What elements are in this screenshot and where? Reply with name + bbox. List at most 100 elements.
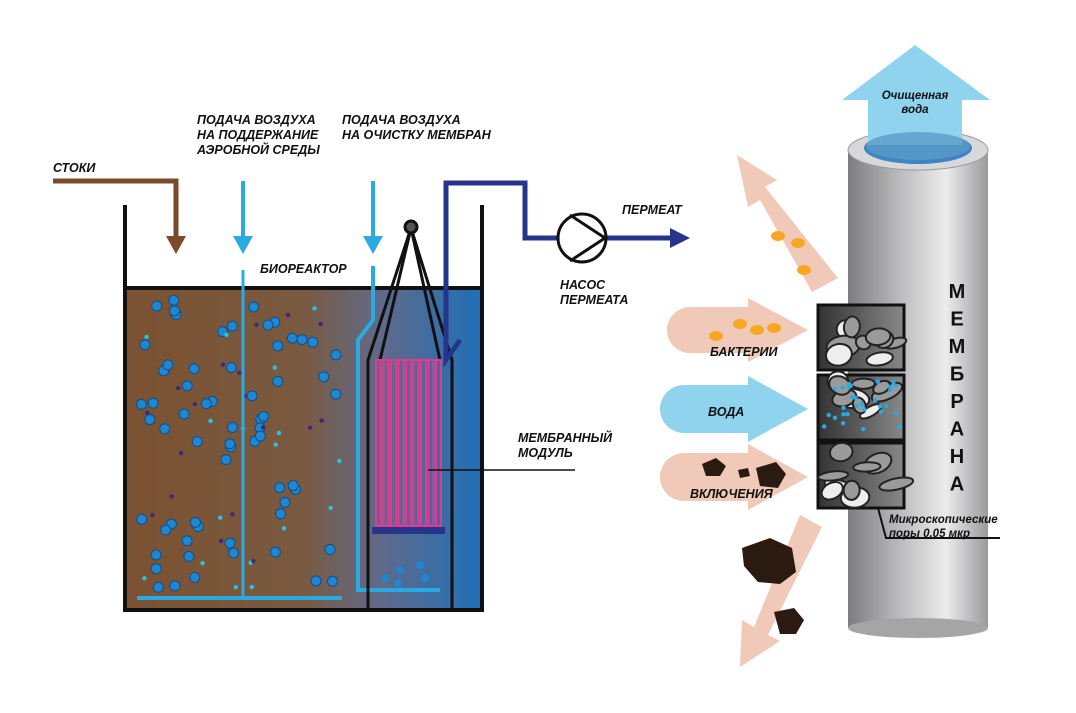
bacteria-dot bbox=[327, 575, 339, 587]
membrane-sheet bbox=[390, 359, 397, 527]
particle-dot bbox=[276, 430, 282, 436]
bacteria-dot bbox=[254, 430, 266, 442]
bacteria-dot bbox=[224, 438, 236, 450]
bacteria-dot bbox=[381, 574, 389, 582]
permeate-pump-icon bbox=[556, 212, 608, 264]
bacteria-dot bbox=[246, 390, 258, 402]
particle-dot bbox=[285, 312, 291, 318]
clean-water-label-2: вода bbox=[901, 104, 929, 116]
air-aerobic-label-3: АЭРОБНОЙ СРЕДЫ bbox=[196, 141, 320, 157]
water-label: ВОДА bbox=[708, 405, 744, 419]
inflow-label: СТОКИ bbox=[53, 161, 96, 175]
particle-dot bbox=[233, 585, 238, 590]
membrane-module bbox=[375, 359, 442, 527]
bacteria-dot bbox=[150, 549, 162, 561]
particle-dot bbox=[192, 402, 198, 407]
bacteria-dot bbox=[178, 408, 190, 420]
membrane-module-label-1: МЕМБРАННЫЙ bbox=[518, 429, 613, 445]
membrane-sheet bbox=[420, 359, 427, 527]
bacteria-dot bbox=[324, 544, 336, 556]
bacteria-dot bbox=[287, 480, 299, 492]
bacteria-dot bbox=[272, 340, 284, 352]
water-arrow bbox=[660, 376, 808, 442]
bacteria-dot bbox=[286, 332, 298, 344]
bacteria-dot bbox=[200, 398, 212, 410]
particle-dot bbox=[169, 494, 174, 499]
particle-dot bbox=[178, 450, 184, 456]
particle-dot bbox=[220, 362, 226, 367]
particle-dot bbox=[144, 334, 149, 340]
inclusions-arrow bbox=[660, 444, 808, 510]
particle-dot bbox=[337, 458, 342, 464]
particle-dot bbox=[312, 306, 317, 311]
membrane-compartment bbox=[366, 219, 575, 610]
bacteria-dot bbox=[269, 546, 281, 558]
membrane-pore-views bbox=[816, 303, 915, 510]
permeate-line bbox=[443, 180, 690, 368]
membrane-module-label-2: МОДУЛЬ bbox=[518, 446, 573, 460]
bacteria-dot bbox=[318, 371, 330, 383]
bacteria-dot bbox=[310, 575, 322, 587]
air-cleaning-label-2: НА ОЧИСТКУ МЕМБРАН bbox=[342, 128, 492, 142]
bacteria-dot bbox=[181, 535, 193, 547]
bacteria-dot bbox=[226, 320, 238, 332]
pores-label-1: Микроскопические bbox=[889, 514, 998, 526]
air-aerobic-label-1: ПОДАЧА ВОЗДУХА bbox=[197, 113, 316, 127]
bacteria-dot bbox=[183, 550, 195, 562]
particle-dot bbox=[142, 576, 147, 581]
pore-view-box bbox=[816, 303, 908, 372]
pore-view-box bbox=[816, 441, 915, 510]
bacteria-dot bbox=[296, 334, 308, 346]
rejected-bacteria-arrow bbox=[737, 155, 838, 292]
particle-dot bbox=[254, 322, 259, 327]
membrane-letter: М bbox=[949, 281, 966, 303]
air-cleaning-label-1: ПОДАЧА ВОЗДУХА bbox=[342, 113, 461, 127]
bacteria-dots bbox=[135, 294, 429, 593]
bacteria-dot bbox=[181, 380, 193, 392]
membrane-letter: А bbox=[950, 474, 964, 496]
bacteria-dot bbox=[159, 423, 171, 435]
bacteria-dot bbox=[168, 294, 180, 306]
bacteria-dot bbox=[144, 414, 156, 426]
bacteria-dot bbox=[189, 571, 201, 583]
bacteria-arrow bbox=[667, 298, 808, 362]
membrane-letter: Б bbox=[950, 364, 964, 386]
bacteria-dot bbox=[248, 301, 260, 313]
bacteria-dot bbox=[152, 581, 164, 593]
membrane-sheet bbox=[412, 359, 420, 527]
membrane-letter: Р bbox=[950, 391, 963, 413]
bacteria-dot bbox=[191, 436, 203, 448]
bacteria-dot bbox=[162, 359, 174, 371]
permeate-label: ПЕРМЕАТ bbox=[622, 203, 683, 217]
bacteria-dot bbox=[189, 516, 201, 528]
bacteria-dot bbox=[139, 339, 151, 351]
bacteria-dot bbox=[228, 547, 240, 559]
particle-dot bbox=[208, 418, 213, 424]
bacteria-dot bbox=[147, 397, 159, 409]
bacteria-dot bbox=[394, 579, 402, 587]
bioreactor-tank bbox=[123, 205, 484, 612]
air-supply-aerobic bbox=[137, 181, 342, 600]
membrane-sheet bbox=[375, 359, 382, 527]
inclusions-label: ВКЛЮЧЕНИЯ bbox=[690, 487, 774, 501]
particle-dot bbox=[224, 332, 229, 338]
bacteria-dot bbox=[416, 561, 424, 569]
bacteria-dot bbox=[307, 336, 319, 348]
particle-dot bbox=[145, 410, 150, 416]
membrane-sheet bbox=[382, 359, 390, 527]
particle-dot bbox=[218, 538, 224, 543]
particle-dot bbox=[230, 512, 235, 517]
pores-label-2: поры 0,05 мкр bbox=[889, 528, 970, 540]
membrane-sheet bbox=[397, 359, 405, 527]
membrane-sheet bbox=[427, 359, 435, 527]
bacteria-dot bbox=[224, 537, 236, 549]
bacteria-dot bbox=[136, 513, 148, 525]
particle-dot bbox=[200, 561, 205, 566]
bacteria-dot bbox=[150, 563, 162, 575]
bacteria-dot bbox=[274, 482, 286, 494]
particle-dot bbox=[319, 418, 324, 423]
bacteria-dot bbox=[279, 496, 291, 508]
bacteria-dot bbox=[226, 421, 238, 433]
